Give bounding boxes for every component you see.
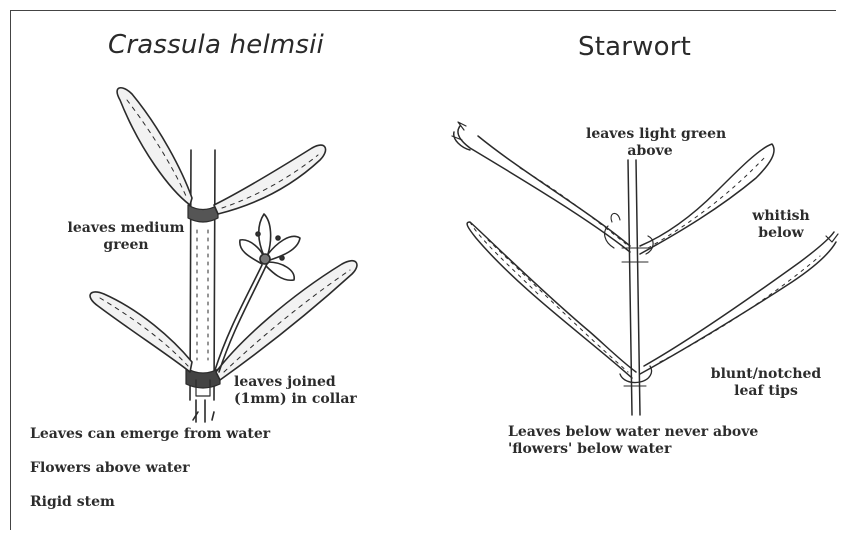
crassula-collar-top (188, 205, 218, 222)
label-line: leaves joined (234, 374, 357, 391)
label-line: above (586, 143, 714, 160)
crassula-note-flowers: Flowers above water (30, 460, 190, 477)
label-leaves-medium-green: leaves medium green (60, 220, 192, 254)
label-line: leaves light green (586, 126, 714, 143)
label-line: blunt/notched (704, 366, 828, 383)
starwort-title: Starwort (578, 32, 691, 62)
starwort-notes: Leaves below water never above 'flowers'… (508, 424, 758, 458)
starwort-leaf-lower-right (640, 232, 836, 374)
crassula-collar-bottom (186, 368, 220, 388)
crassula-note-stem: Rigid stem (30, 494, 115, 511)
crassula-title: Crassula helmsii (108, 30, 324, 60)
crassula-leaf-upper-right (214, 145, 326, 214)
label-line: (1mm) in collar (234, 391, 357, 408)
crassula-drawing (90, 88, 357, 422)
label-whitish-below: whitish below (746, 208, 816, 242)
label-line: green (60, 237, 192, 254)
label-leaves-joined: leaves joined (1mm) in collar (234, 374, 357, 408)
crassula-leaf-lower-left (90, 292, 192, 372)
label-line: leaf tips (704, 383, 828, 400)
label-leaves-light-green: leaves light green above (586, 126, 714, 160)
crassula-note-emerge: Leaves can emerge from water (30, 426, 270, 443)
label-line: leaves medium (60, 220, 192, 237)
label-line: whitish (746, 208, 816, 225)
crassula-stem (190, 150, 215, 400)
label-line: below (746, 225, 816, 242)
starwort-note-leaves: Leaves below water never above (508, 424, 758, 441)
crassula-leaf-upper-left (117, 88, 192, 205)
starwort-note-flowers: 'flowers' below water (508, 441, 758, 458)
crassula-flower (240, 214, 300, 280)
label-blunt-notched: blunt/notched leaf tips (704, 366, 828, 400)
